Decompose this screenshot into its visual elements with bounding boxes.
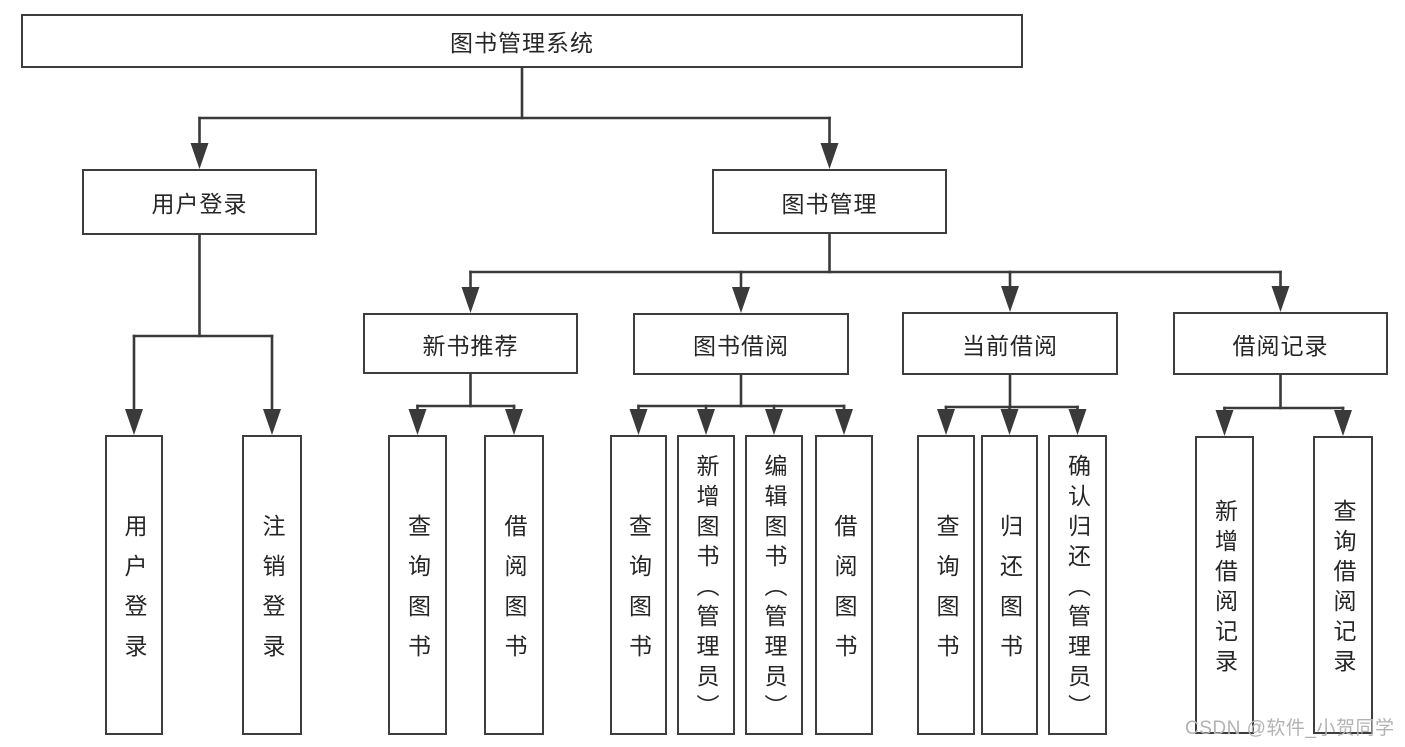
- node-leaf-query-book-borrow: 查询图书: [610, 435, 667, 735]
- node-leaf-edit-book: 编辑图书（管理员）: [745, 435, 803, 735]
- arrowhead-icon: [1068, 409, 1087, 435]
- node-book-borrow: 图书借阅: [633, 313, 849, 375]
- node-leaf-borrow-book: 借阅图书: [815, 435, 873, 735]
- node-root: 图书管理系统: [21, 14, 1023, 68]
- arrowhead-icon: [1000, 409, 1019, 435]
- arrowhead-icon: [629, 409, 648, 435]
- watermark-text: CSDN @软件_小贺同学: [1185, 718, 1395, 739]
- arrowhead-icon: [190, 143, 209, 169]
- node-leaf-query-book-rec: 查询图书: [388, 435, 447, 735]
- node-label: 用户登录: [151, 191, 248, 217]
- node-label: 图书借阅: [693, 333, 789, 359]
- node-label: 归还图书: [996, 513, 1023, 674]
- arrowhead-icon: [1001, 286, 1019, 312]
- node-label: 新增借阅记录: [1211, 498, 1238, 679]
- node-leaf-query-borrow-record: 查询借阅记录: [1313, 436, 1373, 734]
- arrowhead-icon: [1215, 410, 1234, 436]
- node-label: 借阅图书: [501, 513, 527, 674]
- node-label: 图书管理系统: [450, 30, 594, 56]
- node-label: 查询图书: [933, 513, 959, 674]
- arrowhead-icon: [835, 409, 853, 435]
- node-leaf-borrow-book-rec: 借阅图书: [484, 435, 544, 735]
- node-borrow-records: 借阅记录: [1173, 312, 1388, 375]
- node-label: 当前借阅: [962, 332, 1058, 359]
- arrowhead-icon: [937, 409, 955, 435]
- arrowhead-icon: [765, 409, 783, 435]
- node-leaf-return-book: 归还图书: [981, 435, 1038, 735]
- node-label: 借阅记录: [1232, 332, 1329, 359]
- node-label: 借阅图书: [831, 513, 857, 674]
- node-label: 查询借阅记录: [1330, 498, 1356, 679]
- node-leaf-add-borrow-record: 新增借阅记录: [1195, 436, 1254, 734]
- arrowhead-icon: [125, 409, 143, 435]
- node-label: 编辑图书（管理员）: [761, 453, 787, 724]
- node-leaf-user-login: 用户登录: [105, 435, 163, 735]
- arrowhead-icon: [408, 409, 427, 435]
- arrowhead-icon: [1271, 286, 1290, 312]
- node-leaf-confirm-return: 确认归还（管理员）: [1048, 435, 1107, 735]
- arrowhead-icon: [461, 287, 480, 313]
- arrowhead-icon: [263, 409, 281, 435]
- node-leaf-logout: 注销登录: [242, 435, 302, 735]
- arrowhead-icon: [820, 143, 839, 169]
- node-label: 用户登录: [121, 513, 147, 674]
- node-leaf-add-book: 新增图书（管理员）: [677, 435, 735, 735]
- node-leaf-query-book-current: 查询图书: [917, 435, 975, 735]
- arrowhead-icon: [732, 287, 750, 313]
- node-user-login: 用户登录: [82, 169, 317, 235]
- node-label: 新书推荐: [422, 332, 519, 359]
- arrowhead-icon: [1334, 410, 1352, 436]
- node-new-book-recommend: 新书推荐: [363, 313, 578, 374]
- node-label: 查询图书: [625, 513, 652, 674]
- node-label: 注销登录: [259, 513, 285, 674]
- node-label: 确认归还（管理员）: [1064, 453, 1091, 724]
- arrowhead-icon: [697, 409, 715, 435]
- node-label: 图书管理: [781, 190, 878, 217]
- node-book-management: 图书管理: [712, 169, 947, 234]
- node-current-borrow: 当前借阅: [902, 312, 1118, 375]
- node-label: 查询图书: [404, 513, 431, 674]
- node-label: 新增图书（管理员）: [693, 453, 719, 724]
- arrowhead-icon: [505, 409, 523, 435]
